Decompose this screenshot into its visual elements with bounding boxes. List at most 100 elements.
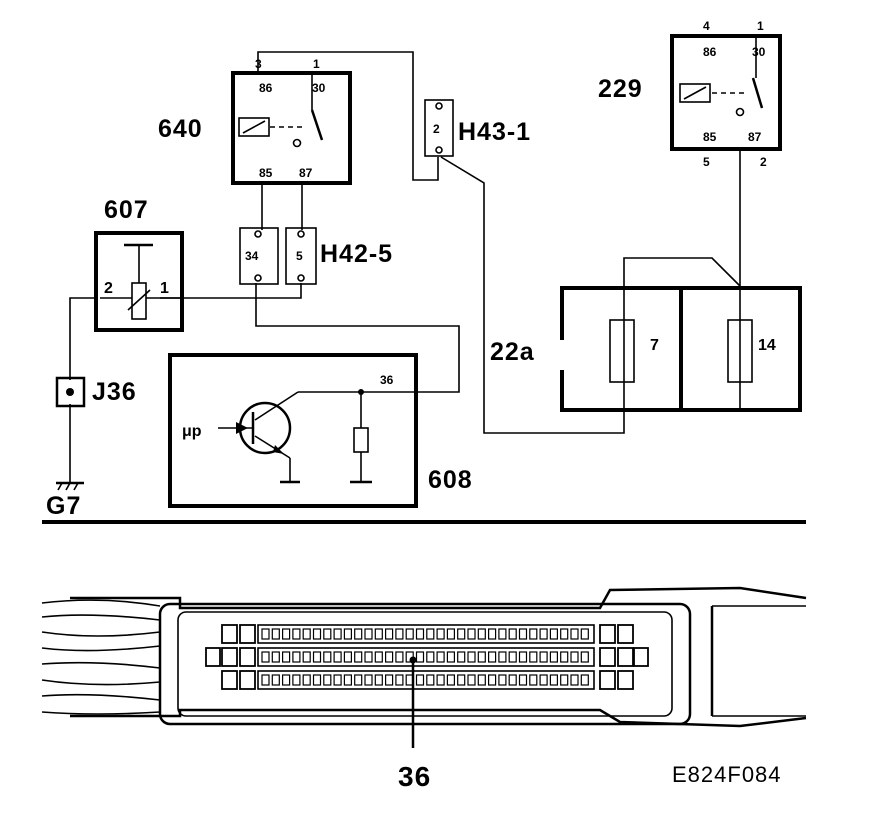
relay-229-terminal-30: 30: [752, 45, 766, 59]
figure-code: E824F084: [672, 762, 782, 787]
relay-229-contact: [751, 77, 764, 109]
connector-power-pin: [599, 647, 616, 667]
connector-pin: [354, 628, 363, 640]
ecu-608-label: 608: [428, 466, 473, 494]
relay-229-pin-bottom-right: 2: [760, 155, 767, 169]
connector-pin: [364, 651, 373, 663]
h42-pin-34: 34: [245, 249, 259, 263]
relay-229-pin-top-right: 1: [757, 19, 764, 33]
connector-pin: [395, 628, 404, 640]
fusebox-22a: 22a 7 14: [490, 286, 802, 412]
connector-pin: [529, 651, 538, 663]
connector-pin: [343, 651, 352, 663]
connector-pin: [457, 628, 466, 640]
connector-pin: [488, 674, 497, 686]
h43-pin: 2: [433, 122, 440, 136]
connector-pin: [385, 628, 394, 640]
connector-pin: [261, 628, 270, 640]
connector-pin: [477, 651, 486, 663]
connector-pin: [518, 651, 528, 663]
relay-640-terminal-87: 87: [299, 166, 313, 180]
pin-row: [257, 624, 595, 644]
relay-640: 3 1 86 30 85 87 640: [158, 57, 352, 185]
relay-229-pin-bottom-left: 5: [703, 155, 710, 169]
fuse-7: [609, 319, 635, 383]
connector-pin: [508, 628, 517, 640]
connector-pin: [446, 674, 455, 686]
switch-607: 607 2 1: [94, 196, 184, 332]
junction-j36: J36: [55, 376, 137, 408]
connector-pin: [323, 651, 332, 663]
connector-h43-1: 2 H43-1: [424, 99, 530, 157]
connector-pin: [477, 674, 486, 686]
connector-pin: [282, 651, 291, 663]
connector-pin: [446, 651, 455, 663]
ecu-608-pin: 36: [380, 373, 394, 387]
relay-229-terminal-85: 85: [703, 130, 717, 144]
connector-pin: [374, 651, 383, 663]
connector-power-pin: [617, 647, 634, 667]
connector-pin: [436, 651, 445, 663]
relay-640-coil: [238, 117, 270, 137]
connector-pin: [354, 651, 363, 663]
connector-pin: [580, 674, 589, 686]
connector-power-pin: [221, 647, 238, 667]
connector-pin: [415, 628, 425, 640]
ecu-608: 608 36 μp: [168, 353, 473, 508]
connector-pin: [426, 674, 435, 686]
connector-pin: [426, 628, 435, 640]
connector-pin: [302, 674, 311, 686]
h42-label: H42-5: [320, 240, 393, 268]
connector-h42-5: 34 5 H42-5: [239, 227, 393, 285]
connector-pin: [529, 628, 538, 640]
connector-pin: [333, 628, 342, 640]
connector-pin: [467, 674, 476, 686]
connector-pin: [539, 674, 548, 686]
connector-pin: [405, 628, 414, 640]
connector-pin: [477, 628, 486, 640]
connector-pin: [498, 674, 507, 686]
connector-pin: [580, 628, 589, 640]
connector-power-pin: [205, 647, 221, 667]
connector-power-pin: [239, 670, 256, 690]
connector-pin: [457, 651, 466, 663]
connector-power-pin: [221, 670, 238, 690]
connector-pin-field: [205, 624, 649, 690]
j36-label: J36: [92, 378, 137, 406]
connector-pin: [415, 674, 425, 686]
connector-pin: [498, 651, 507, 663]
connector-power-pin: [599, 670, 616, 690]
connector-pin: [343, 674, 352, 686]
connector-pin: [302, 651, 311, 663]
connector-pin: [549, 674, 559, 686]
connector-power-pin: [221, 624, 238, 644]
ecu-608-input: μp: [182, 423, 202, 440]
connector-pin: [570, 674, 579, 686]
connector-pin: [539, 628, 548, 640]
connector-pin: [333, 651, 342, 663]
relay-229: 4 1 86 30 85 87 5 2 229: [598, 19, 782, 169]
connector-pin: [467, 628, 476, 640]
ground-g7: G7: [46, 481, 84, 520]
relay-229-terminal-86: 86: [703, 45, 717, 59]
connector-pin: [271, 628, 280, 640]
connector-pin: [436, 674, 445, 686]
connector-pin: [302, 628, 311, 640]
connector-pin: [518, 674, 528, 686]
connector-pin: [560, 674, 569, 686]
connector-pin: [467, 651, 476, 663]
connector-pin: [364, 674, 373, 686]
connector-pin: [282, 628, 291, 640]
connector-pin: [570, 628, 579, 640]
connector-pin: [261, 651, 270, 663]
connector-pin: [570, 651, 579, 663]
relay-640-terminal-86: 86: [259, 81, 273, 95]
connector-pin: [271, 651, 280, 663]
relay-640-contact: [310, 109, 324, 141]
relay-640-pin-top-right: 1: [313, 57, 320, 71]
connector-pin: [292, 651, 301, 663]
connector-pin: [415, 651, 425, 663]
connector-pin: [312, 674, 322, 686]
connector-pin: [426, 651, 435, 663]
relay-640-terminal-85: 85: [259, 166, 273, 180]
